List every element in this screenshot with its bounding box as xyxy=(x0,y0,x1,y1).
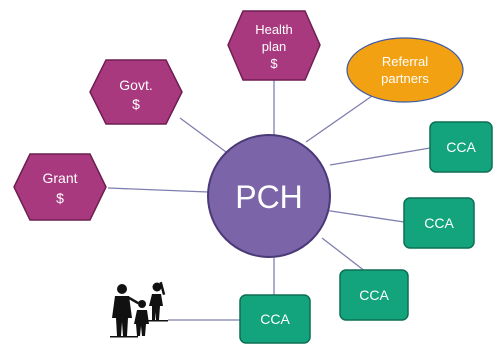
referral-partners-line-1: Referral xyxy=(382,54,428,69)
hexagon-grant-line-2: $ xyxy=(56,190,64,206)
referral-partners-shape xyxy=(346,37,464,103)
cca-node-1: CCA xyxy=(429,121,493,173)
connectors xyxy=(107,80,431,321)
connector-referral xyxy=(305,95,373,143)
hexagon-govt-line-1: Govt. xyxy=(119,77,152,93)
cca-node-1-label: CCA xyxy=(446,139,476,155)
cca-node-4-label: CCA xyxy=(260,311,290,327)
hexagon-health-plan-line-3: $ xyxy=(270,56,278,71)
connector-govt xyxy=(179,117,227,153)
hexagon-health-plan-shape xyxy=(227,10,321,81)
cca-node-2-label: CCA xyxy=(424,215,454,231)
hexagon-grant-line-1: Grant xyxy=(42,170,77,186)
hexagon-health-plan-line-2: plan xyxy=(262,39,287,54)
connector-cca-3 xyxy=(321,237,371,276)
hexagon-health-plan: Health plan $ xyxy=(227,10,321,81)
cca-node-4: CCA xyxy=(239,294,311,344)
cca-node-2: CCA xyxy=(403,197,475,249)
cca-node-4-shape xyxy=(239,294,311,344)
pch-hub-label: PCH xyxy=(235,179,303,215)
hexagon-govt-line-2: $ xyxy=(132,96,140,112)
pch-hub-circle xyxy=(207,134,331,258)
hexagon-grant: Grant $ xyxy=(13,153,107,221)
pch-hub: PCH xyxy=(207,134,331,258)
cca-node-2-shape xyxy=(403,197,475,249)
connector-cca-2 xyxy=(323,209,405,223)
hexagon-govt-shape xyxy=(89,59,183,125)
cca-node-3-label: CCA xyxy=(359,287,389,303)
referral-partners-node: Referral partners xyxy=(346,37,464,103)
referral-partners-line-2: partners xyxy=(381,71,429,86)
connector-grant xyxy=(107,187,209,193)
cca-node-3-shape xyxy=(339,269,409,321)
family-icon xyxy=(110,281,168,338)
hexagon-health-plan-line-1: Health xyxy=(255,22,293,37)
connector-cca-1 xyxy=(329,147,431,166)
hexagon-grant-shape xyxy=(13,153,107,221)
hexagon-govt: Govt. $ xyxy=(89,59,183,125)
cca-node-3: CCA xyxy=(339,269,409,321)
cca-node-1-shape xyxy=(429,121,493,173)
